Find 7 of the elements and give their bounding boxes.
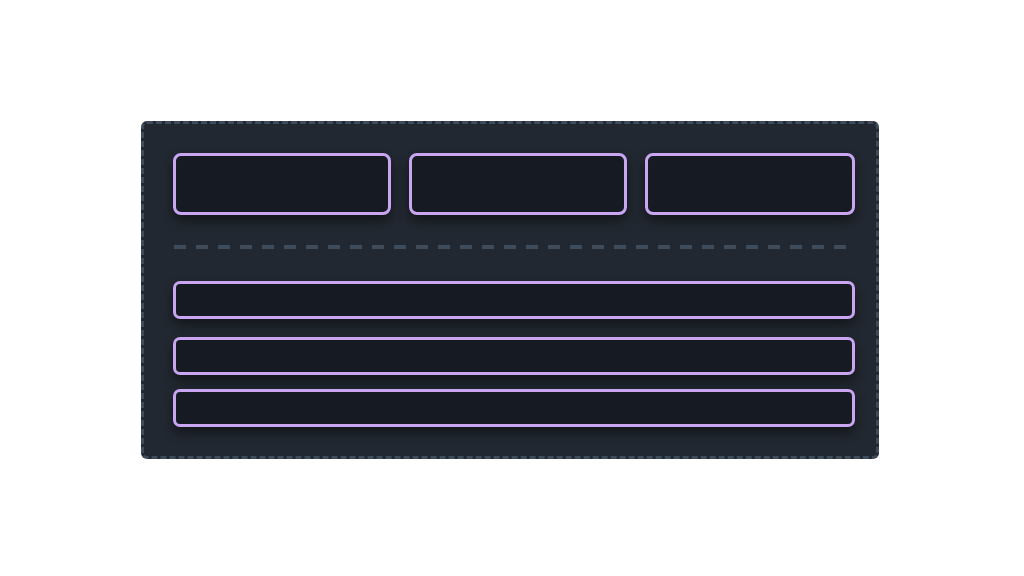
panel [141,121,879,459]
box [173,153,391,215]
bar [173,389,855,427]
box [645,153,855,215]
bar [173,337,855,375]
box [409,153,627,215]
bar [173,281,855,319]
